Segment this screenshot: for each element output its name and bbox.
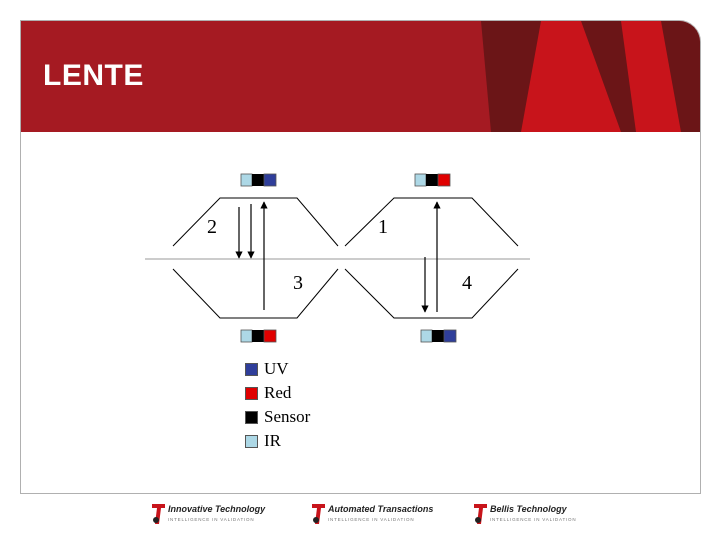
logo-name-3: Bellis Technology	[490, 504, 567, 514]
logo-tagline-3: INTELLIGENCE IN VALIDATION	[490, 517, 577, 522]
it-logo-icon	[152, 504, 165, 524]
logo-name-1: Innovative Technology	[168, 504, 266, 514]
logo-innovative-technology: Innovative Technology INTELLIGENCE IN VA…	[150, 500, 270, 532]
legend-label-ir: IR	[264, 431, 281, 450]
led-group-top-left	[240, 173, 277, 187]
logo-tagline-2: INTELLIGENCE IN VALIDATION	[328, 517, 415, 522]
slide-title: LENTE	[43, 59, 144, 92]
logo-name-2: Automated Transactions	[328, 504, 434, 514]
lens-label-1: 1	[378, 216, 388, 238]
led-group-top-right	[414, 173, 451, 187]
slide-frame: LENTE	[20, 20, 701, 494]
legend-label-sensor: Sensor	[264, 407, 311, 426]
legend-swatch-ir	[245, 435, 258, 448]
logo-automated-transactions: Automated Transactions INTELLIGENCE IN V…	[310, 500, 440, 532]
led-group-bottom-right	[420, 329, 457, 343]
bt-logo-icon	[474, 504, 487, 524]
led-group-bottom-left	[240, 329, 277, 343]
footer-logos: Innovative Technology INTELLIGENCE IN VA…	[150, 500, 580, 532]
lens-label-2: 2	[207, 216, 217, 238]
legend-label-red: Red	[264, 383, 292, 402]
logo-bellis-technology: Bellis Technology INTELLIGENCE IN VALIDA…	[472, 500, 582, 532]
lens-lower-right	[344, 268, 519, 319]
lens-label-4: 4	[462, 272, 472, 294]
lens-upper-left	[172, 197, 339, 247]
lens-lower-left	[172, 268, 339, 319]
legend-swatch-uv	[245, 363, 258, 376]
lens-upper-right	[344, 197, 519, 247]
legend-swatch-sensor	[245, 411, 258, 424]
legend-label-uv: UV	[264, 359, 289, 378]
header-band	[21, 21, 700, 132]
lens-label-3: 3	[293, 272, 303, 294]
legend-swatch-red	[245, 387, 258, 400]
at-logo-icon	[312, 504, 325, 524]
logo-tagline-1: INTELLIGENCE IN VALIDATION	[168, 517, 255, 522]
